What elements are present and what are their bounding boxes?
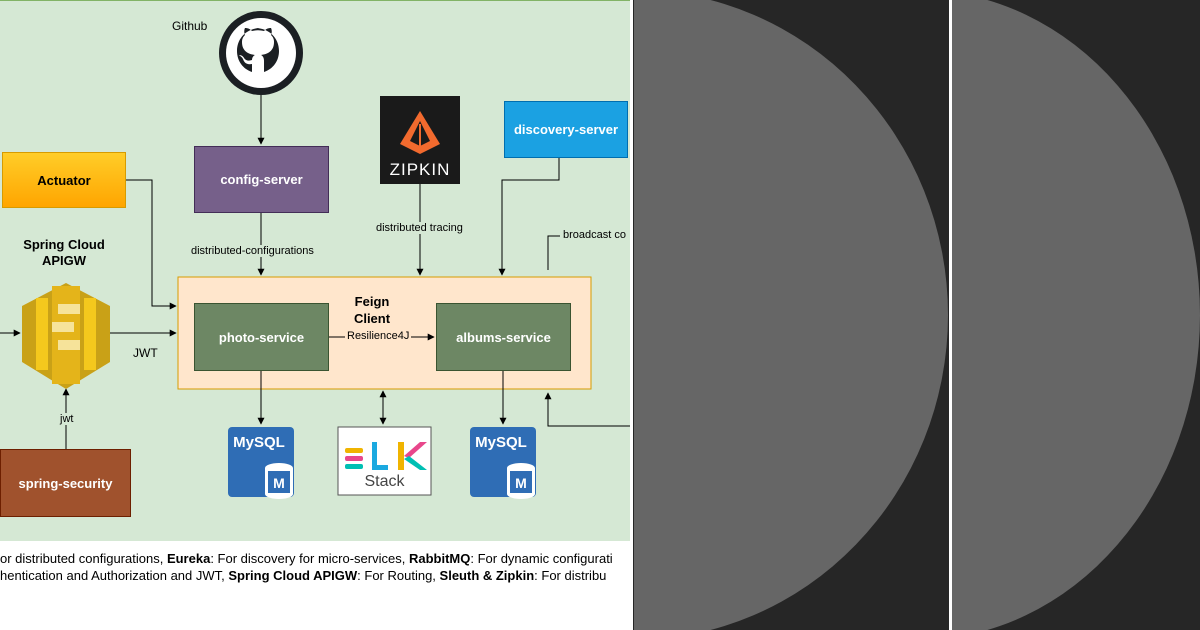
albums-service-node: albums-service xyxy=(436,303,571,371)
api-gateway-icon xyxy=(22,283,110,389)
spring-security-node: spring-security xyxy=(0,449,131,517)
edge-label-broadcast: broadcast co xyxy=(561,229,630,241)
edge-label-jwt-lower: jwt xyxy=(58,413,76,425)
apigw-title: Spring Cloud APIGW xyxy=(23,237,105,268)
edge-label-distributed-configurations: distributed-configurations xyxy=(189,245,316,257)
github-icon xyxy=(219,11,303,95)
mysql-left-badge: M xyxy=(273,475,285,491)
caption-line-1: or distributed configurations, Eureka: F… xyxy=(0,551,613,566)
config-server-node: config-server xyxy=(194,146,329,213)
edge-label-resilience4j: Resilience4J xyxy=(345,330,412,342)
edge-broadcast xyxy=(547,235,560,270)
zipkin-logo-icon xyxy=(380,96,460,184)
mysql-right-badge: M xyxy=(515,475,527,491)
connector-layer xyxy=(0,11,630,499)
panel-divider-left xyxy=(630,0,633,630)
discovery-server-node: discovery-server xyxy=(504,101,628,158)
photo-service-node: photo-service xyxy=(194,303,329,371)
feign-client-label: Feign Client xyxy=(353,294,391,326)
zipkin-label: ZIPKIN xyxy=(389,160,451,179)
edge-discovery-feign xyxy=(498,158,560,276)
mysql-right-label: MySQL xyxy=(475,433,527,451)
mysql-right-icon xyxy=(470,427,536,499)
github-label: Github xyxy=(172,19,208,33)
panel-divider-right xyxy=(949,0,952,630)
edge-actuator-feign xyxy=(126,179,177,310)
elk-stack-label: Stack xyxy=(364,473,405,490)
caption-line-2: hentication and Authorization and JWT, S… xyxy=(0,568,607,583)
edge-label-distributed-tracing: distributed tracing xyxy=(374,222,465,234)
mysql-left-label: MySQL xyxy=(233,433,285,451)
edge-label-jwt-upper: JWT xyxy=(131,346,160,360)
edge-right-feign xyxy=(544,392,630,427)
mysql-left-icon xyxy=(228,427,294,499)
actuator-node: Actuator xyxy=(2,152,126,208)
elk-stack-icon xyxy=(337,426,432,496)
